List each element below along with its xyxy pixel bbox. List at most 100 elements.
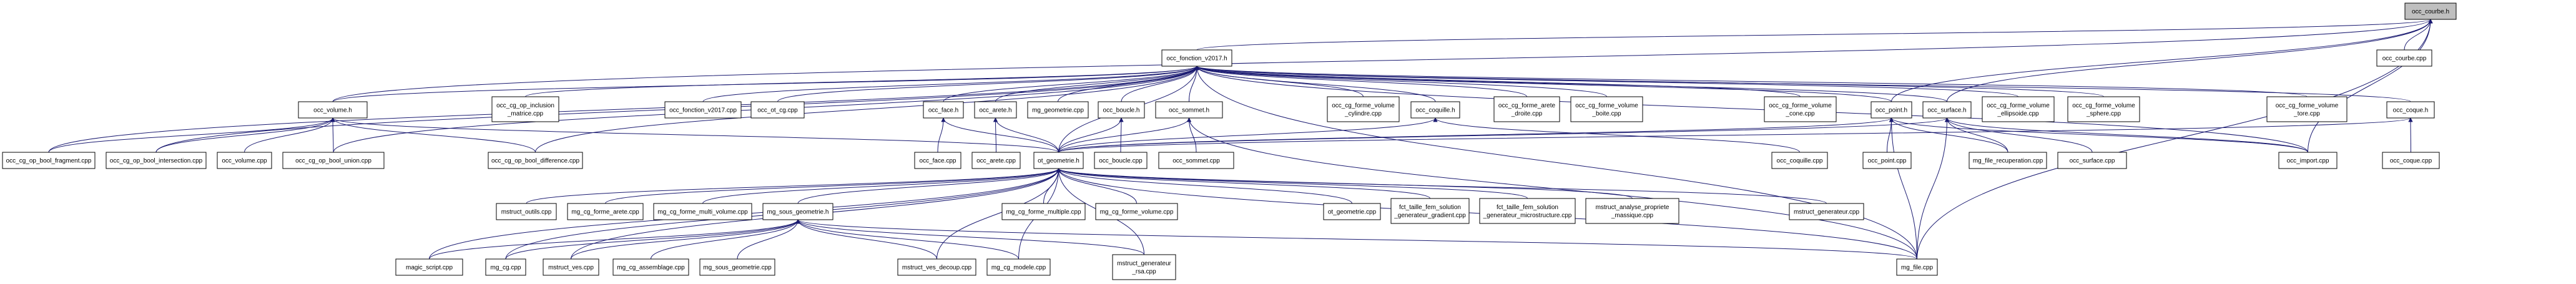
node-occ-courbe-cpp[interactable]: occ_courbe.cpp [2376,49,2432,67]
node-mg-cg-forme-multi-volume-cpp[interactable]: mg_cg_forme_multi_volume.cpp [653,203,752,220]
node-label: mg_cg_forme_multi_volume.cpp [657,209,748,216]
node-box [1871,101,1912,119]
node-magic-script-cpp[interactable]: magic_script.cpp [395,258,463,276]
node-occ-cg-op-bool-fragment-cpp[interactable]: occ_cg_op_bool_fragment.cpp [2,152,96,169]
node-occ-cg-forme-volume-boite-cpp[interactable]: occ_cg_forme_volume_boite.cpp [1570,96,1643,122]
node-mg-cg-assemblage-cpp[interactable]: mg_cg_assemblage.cpp [612,258,689,276]
edge-ot_geometrie_h-to-occ_surface_h [1058,117,1949,153]
node-occ-cg-forme-arete-droite-cpp[interactable]: occ_cg_forme_arete_droite.cpp [1493,96,1560,122]
node-mg-cg-forme-multiple-cpp[interactable]: mg_cg_forme_multiple.cpp [1001,203,1086,220]
node-mg-cg-forme-volume-cpp[interactable]: mg_cg_forme_volume.cpp [1095,203,1178,220]
edge-occ_point_cpp-to-occ_point_h [1887,117,1894,153]
node-fct-taille-fem-solution-generateur-microstructure-cpp[interactable]: fct_taille_fem_solution_generateur_micro… [1479,198,1576,224]
node-box [653,203,752,220]
node-mstruct-outils-cpp[interactable]: mstruct_outils.cpp [496,203,557,220]
node-occ-coque-cpp[interactable]: occ_coque.cpp [2382,152,2440,169]
node-occ-point-cpp[interactable]: occ_point.cpp [1862,152,1912,169]
node-occ-courbe-h[interactable]: occ_courbe.h [2404,2,2457,20]
node-occ-volume-h[interactable]: occ_volume.h [298,101,368,119]
node-occ-face-h[interactable]: occ_face.h [923,101,964,119]
edge-magic_script_cpp-to-mg_sous_geometrie_h [429,219,800,260]
node-label: occ_arete.h [979,107,1011,114]
node-mg-cg-forme-arete-cpp[interactable]: mg_cg_forme_arete.cpp [567,203,644,220]
edge-occ_import_cpp-to-occ_surface_h [1945,117,2308,153]
edge-mg_cg_assemblage_cpp-to-mg_sous_geometrie_h [651,219,800,260]
node-occ-point-h[interactable]: occ_point.h [1871,101,1912,119]
edge-ot_geometrie_h-to-occ_boucle_h [1058,117,1124,153]
node-occ-fonction-v2017-cpp[interactable]: occ_fonction_v2017.cpp [664,101,742,119]
node-occ-cg-forme-volume-ellipsoide-cpp[interactable]: occ_cg_forme_volume_ellipsoide.cpp [1982,96,2055,122]
node-label: occ_coque.cpp [2390,158,2432,165]
edge-occ_import_cpp-to-occ_fonction_v2017_h [1194,66,2308,153]
node-label: occ_coque.h [2393,107,2429,114]
node-mg-cg-modele-cpp[interactable]: mg_cg_modele.cpp [986,258,1051,276]
node-occ-cg-forme-volume-sphere-cpp[interactable]: occ_cg_forme_volume_sphere.cpp [2067,96,2140,122]
node-box [1094,152,1148,169]
edge-fct_taille_fem_solution_generateur_gradient_cpp-to-ot_geometrie_h [1056,168,1430,199]
node-box [1862,152,1912,169]
node-label: mg_sous_geometrie.h [767,209,829,216]
node-fct-taille-fem-solution-generateur-gradient-cpp[interactable]: fct_taille_fem_solution_generateur_gradi… [1390,198,1470,224]
node-label: occ_boucle.cpp [1099,158,1143,165]
node-occ-volume-cpp[interactable]: occ_volume.cpp [217,152,272,169]
node-occ-cg-op-bool-union-cpp[interactable]: occ_cg_op_bool_union.cpp [282,152,385,169]
node-occ-boucle-h[interactable]: occ_boucle.h [1098,101,1145,119]
node-mg-geometrie-cpp[interactable]: mg_geometrie.cpp [1027,101,1089,119]
node-occ-ot-cg-cpp[interactable]: occ_ot_cg.cpp [750,101,805,119]
node-occ-boucle-cpp[interactable]: occ_boucle.cpp [1094,152,1148,169]
node-box [971,152,1021,169]
node-occ-import-cpp[interactable]: occ_import.cpp [2278,152,2338,169]
edge-occ_coquille_h-to-occ_fonction_v2017_h [1194,66,1436,102]
edge-mg_cg_forme_volume_cpp-to-ot_geometrie_h [1056,168,1137,204]
node-mg-cg-cpp[interactable]: mg_cg.cpp [485,258,526,276]
node-mstruct-generateur-rsa-cpp[interactable]: mstruct_generateur_rsa.cpp [1112,254,1176,280]
edge-occ_import_cpp-to-occ_point_h [1889,117,2308,153]
node-occ-surface-h[interactable]: occ_surface.h [1922,101,1972,119]
node-label: _boite.cpp [1591,110,1621,117]
node-label: mg_geometrie.cpp [1032,107,1084,114]
node-box [2067,96,2140,122]
node-occ-cg-op-bool-intersection-cpp[interactable]: occ_cg_op_bool_intersection.cpp [106,152,207,169]
node-occ-surface-cpp[interactable]: occ_surface.cpp [2057,152,2127,169]
node-box [1479,198,1576,224]
edge-occ_sommet_cpp-to-occ_sommet_h [1187,117,1197,153]
edge-mstruct_generateur_rsa_cpp-to-mg_sous_geometrie_h [795,219,1144,255]
edge-mstruct_outils_cpp-to-ot_geometrie_h [526,168,1061,204]
node-occ-coquille-cpp[interactable]: occ_coquille.cpp [1771,152,1828,169]
node-ot-geometrie-cpp[interactable]: ot_geometrie.cpp [1323,203,1381,220]
node-occ-coque-h[interactable]: occ_coque.h [2386,101,2435,119]
node-mg-sous-geometrie-h[interactable]: mg_sous_geometrie.h [762,203,833,220]
node-label: mg_cg_forme_arete.cpp [571,209,639,216]
node-mstruct-analyse-propriete-massique-cpp[interactable]: mstruct_analyse_propriete_massique.cpp [1585,198,1679,224]
node-mg-file-cpp[interactable]: mg_file.cpp [1896,258,1938,276]
node-occ-coquille-h[interactable]: occ_coquille.h [1410,101,1460,119]
node-mstruct-generateur-cpp[interactable]: mstruct_generateur.cpp [1789,203,1864,220]
node-occ-cg-forme-volume-cylindre-cpp[interactable]: occ_cg_forme_volume_cylindre.cpp [1327,96,1400,122]
node-occ-sommet-h[interactable]: occ_sommet.h [1155,101,1223,119]
edge-mg_file_recuperation_cpp-to-occ_surface_h [1945,117,2008,153]
node-occ-cg-forme-volume-tore-cpp[interactable]: occ_cg_forme_volume_tore.cpp [2266,96,2347,122]
node-box [1161,49,1232,67]
edge-occ_fonction_v2017_h-to-occ_courbe_h [1196,19,2432,51]
node-mstruct-ves-decoup-cpp[interactable]: mstruct_ves_decoup.cpp [897,258,976,276]
node-occ-sommet-cpp[interactable]: occ_sommet.cpp [1158,152,1234,169]
node-occ-arete-cpp[interactable]: occ_arete.cpp [971,152,1021,169]
node-occ-cg-forme-volume-cone-cpp[interactable]: occ_cg_forme_volume_cone.cpp [1764,96,1837,122]
node-mg-file-recuperation-cpp[interactable]: mg_file_recuperation.cpp [1969,152,2047,169]
node-occ-fonction-v2017-h[interactable]: occ_fonction_v2017.h [1161,49,1232,67]
node-label: ot_geometrie.cpp [1328,209,1377,216]
node-label: occ_cg_op_bool_difference.cpp [491,158,579,165]
node-occ-arete-h[interactable]: occ_arete.h [974,101,1017,119]
node-label: occ_cg_forme_volume [1987,102,2050,109]
node-label: _generateur_microstructure.cpp [1483,212,1572,219]
edge-occ_cg_forme_volume_ellipsoide_cpp-to-occ_fonction_v2017_h [1194,66,2018,97]
node-label: occ_surface.h [1927,107,1966,114]
node-ot-geometrie-h[interactable]: ot_geometrie.h [1033,152,1084,169]
node-occ-face-cpp[interactable]: occ_face.cpp [914,152,961,169]
node-mg-sous-geometrie-cpp[interactable]: mg_sous_geometrie.cpp [699,258,775,276]
node-box [1771,152,1828,169]
node-occ-cg-op-bool-difference-cpp[interactable]: occ_cg_op_bool_difference.cpp [488,152,583,169]
node-occ-cg-op-inclusion-matrice-cpp[interactable]: occ_cg_op_inclusion_matrice.cpp [491,96,559,122]
edge-occ_cg_forme_volume_cone_cpp-to-occ_fonction_v2017_h [1194,66,1801,97]
node-mstruct-ves-cpp[interactable]: mstruct_ves.cpp [543,258,599,276]
